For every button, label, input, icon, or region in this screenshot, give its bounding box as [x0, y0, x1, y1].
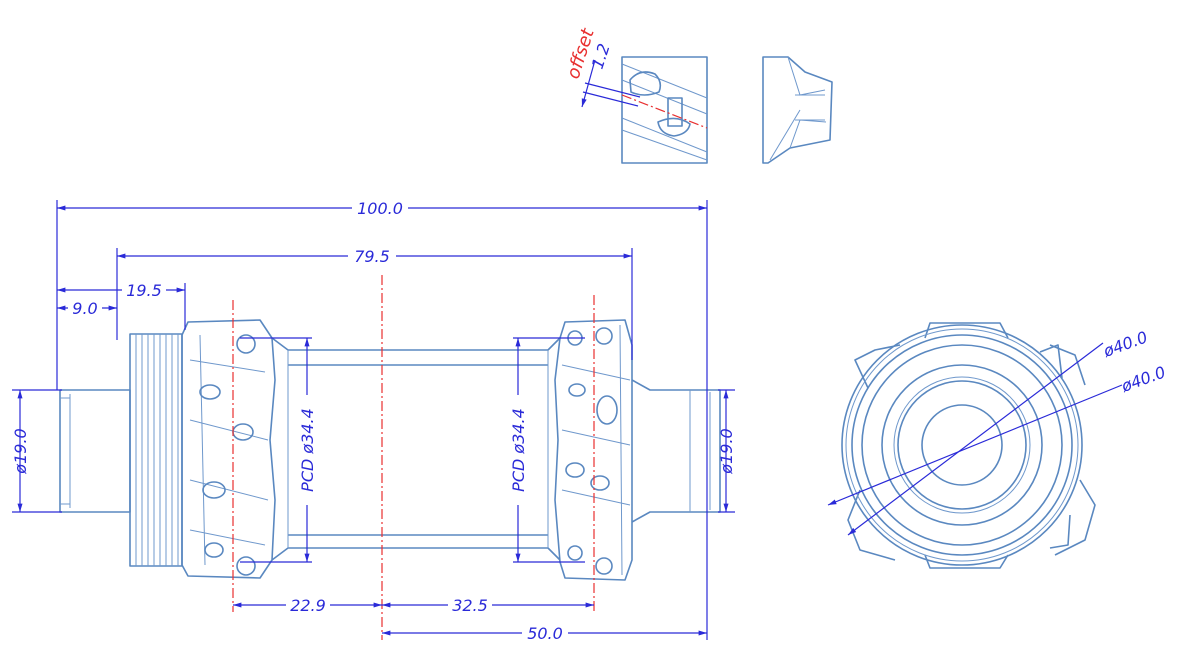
rotor-splines — [135, 334, 179, 566]
dim-right-end-dia: ø19.0 — [717, 428, 736, 474]
dim-overall-length: 100.0 — [357, 199, 403, 218]
hub-side-view — [59, 319, 721, 581]
dim-half-length: 50.0 — [527, 624, 563, 643]
offset-detail-view: offset 1.2 — [563, 25, 708, 164]
dim-left-end-dia: ø19.0 — [11, 428, 30, 474]
dim-right-flange-offset: 32.5 — [452, 596, 488, 615]
hub-end-view: ø40.0 ø40.0 — [827, 322, 1168, 569]
dim-end-dia-2: ø40.0 — [1118, 362, 1168, 396]
dim-left-flange-offset: 22.9 — [290, 596, 326, 615]
dim-flange-span: 79.5 — [354, 247, 390, 266]
flange-side-detail-view — [762, 56, 833, 164]
dimensions: 100.0 79.5 19.5 9.0 ø19.0 ø19.0 PCD ø34.… — [11, 199, 736, 643]
dim-left-pcd: PCD ø34.4 — [298, 408, 317, 492]
centerlines — [232, 275, 595, 640]
dim-9-0: 9.0 — [72, 299, 97, 318]
dim-19-5: 19.5 — [126, 281, 162, 300]
end-view-lugs — [847, 322, 1096, 569]
dim-end-dia-1: ø40.0 — [1100, 327, 1150, 361]
dim-right-pcd: PCD ø34.4 — [509, 408, 528, 492]
